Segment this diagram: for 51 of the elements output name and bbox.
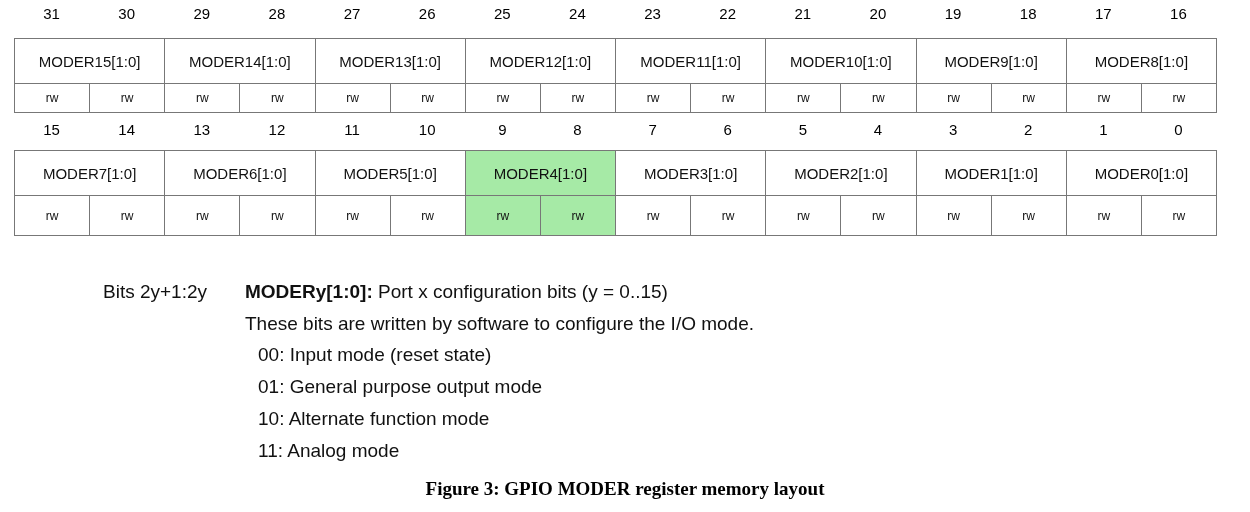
bit-number: 1 [1098, 121, 1109, 138]
bit-number: 14 [117, 121, 137, 138]
field-name: MODER15[1:0] [14, 38, 166, 84]
bit-number: 18 [1018, 5, 1038, 22]
bit-number: 26 [417, 5, 437, 22]
bit-number: 4 [872, 121, 884, 138]
bit-number: 5 [797, 121, 808, 138]
bit-number: 12 [267, 121, 287, 138]
bit-number: 20 [868, 5, 888, 22]
bit-number: 10 [417, 121, 437, 138]
bit-number: 28 [267, 5, 287, 22]
bit-number: 16 [1169, 5, 1188, 22]
field-description: MODERy[1:0]: Port x configuration bits (y = 0..15) [245, 281, 668, 303]
bit-number: 11 [343, 121, 361, 138]
figure-caption: Figure 3: GPIO MODER register memory layout [424, 478, 826, 500]
field-name: MODER7[1:0] [14, 150, 166, 196]
bit-number: 22 [718, 5, 738, 22]
bit-number: 2 [1023, 121, 1034, 138]
bit-number: 0 [1173, 121, 1184, 138]
bit-number: 7 [647, 121, 658, 138]
access-type: rw [464, 195, 541, 236]
bit-number: 30 [117, 5, 137, 22]
bit-number: 29 [192, 5, 212, 22]
mode-value: 01: General purpose output mode [258, 376, 543, 398]
bit-number: 27 [342, 5, 362, 22]
bit-range: Bits 2y+1:2y [103, 281, 208, 303]
bit-number: 25 [492, 5, 512, 22]
bit-number: 8 [572, 121, 583, 138]
access-type: rw [1140, 195, 1217, 236]
bit-number: 3 [947, 121, 959, 138]
mode-value: 11: Analog mode [258, 440, 400, 462]
field-name: MODER8[1:0] [1065, 38, 1217, 84]
bit-number: 31 [42, 5, 61, 22]
bit-number: 9 [497, 121, 508, 138]
field-name: MODER0[1:0] [1065, 150, 1217, 196]
bit-number: 13 [192, 121, 212, 138]
mode-value: 10: Alternate function mode [258, 408, 490, 430]
field-name: MODER4[1:0] [464, 150, 616, 196]
description-text: These bits are written by software to configure the I/O mode. [245, 313, 755, 335]
bit-number: 6 [722, 121, 733, 138]
bit-number: 24 [568, 5, 587, 22]
bit-number: 15 [42, 121, 61, 138]
access-type: rw [539, 195, 616, 236]
bit-number: 21 [793, 5, 813, 22]
bit-number: 23 [643, 5, 662, 22]
access-type: rw [14, 195, 91, 236]
mode-value: 00: Input mode (reset state) [258, 344, 492, 366]
access-type: rw [14, 83, 91, 113]
bit-number: 17 [1093, 5, 1113, 22]
access-type: rw [1140, 83, 1217, 113]
bit-number: 19 [943, 5, 963, 22]
